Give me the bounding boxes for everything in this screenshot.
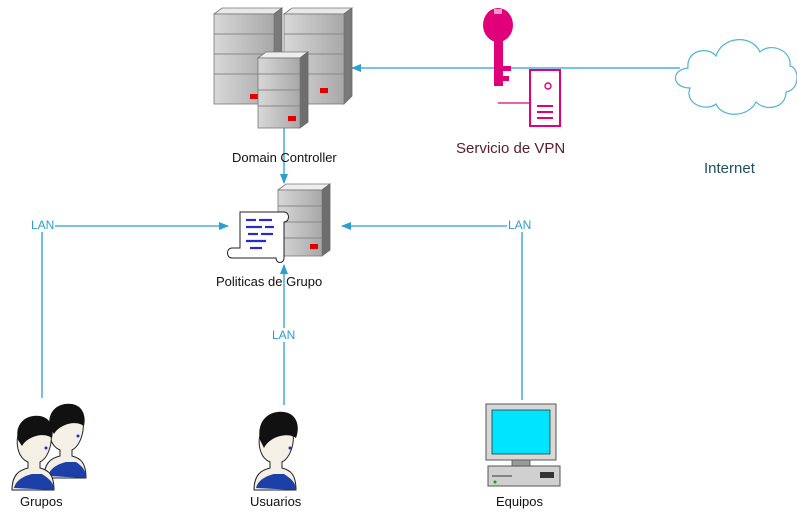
vpn-server-icon <box>498 69 561 127</box>
vpn-service-label: Servicio de VPN <box>456 140 566 157</box>
computer-icon <box>485 403 561 487</box>
users-label: Usuarios <box>250 494 302 509</box>
lan-center-label: LAN <box>271 328 297 342</box>
key-icon <box>483 8 513 86</box>
lan-right-label: LAN <box>507 218 533 232</box>
groups-label: Grupos <box>20 494 63 509</box>
policy-server-icon <box>227 183 332 263</box>
user-icon <box>253 411 298 491</box>
internet-label: Internet <box>704 160 755 177</box>
connectors <box>41 64 680 405</box>
computers-label: Equipos <box>496 494 543 509</box>
users-group-icon <box>11 403 87 491</box>
group-policy-label: Politicas de Grupo <box>216 274 323 289</box>
cloud-icon <box>674 39 797 115</box>
server-cluster-icon <box>212 7 354 129</box>
domain-controller-label: Domain Controller <box>232 150 337 165</box>
lan-left-label: LAN <box>30 218 56 232</box>
